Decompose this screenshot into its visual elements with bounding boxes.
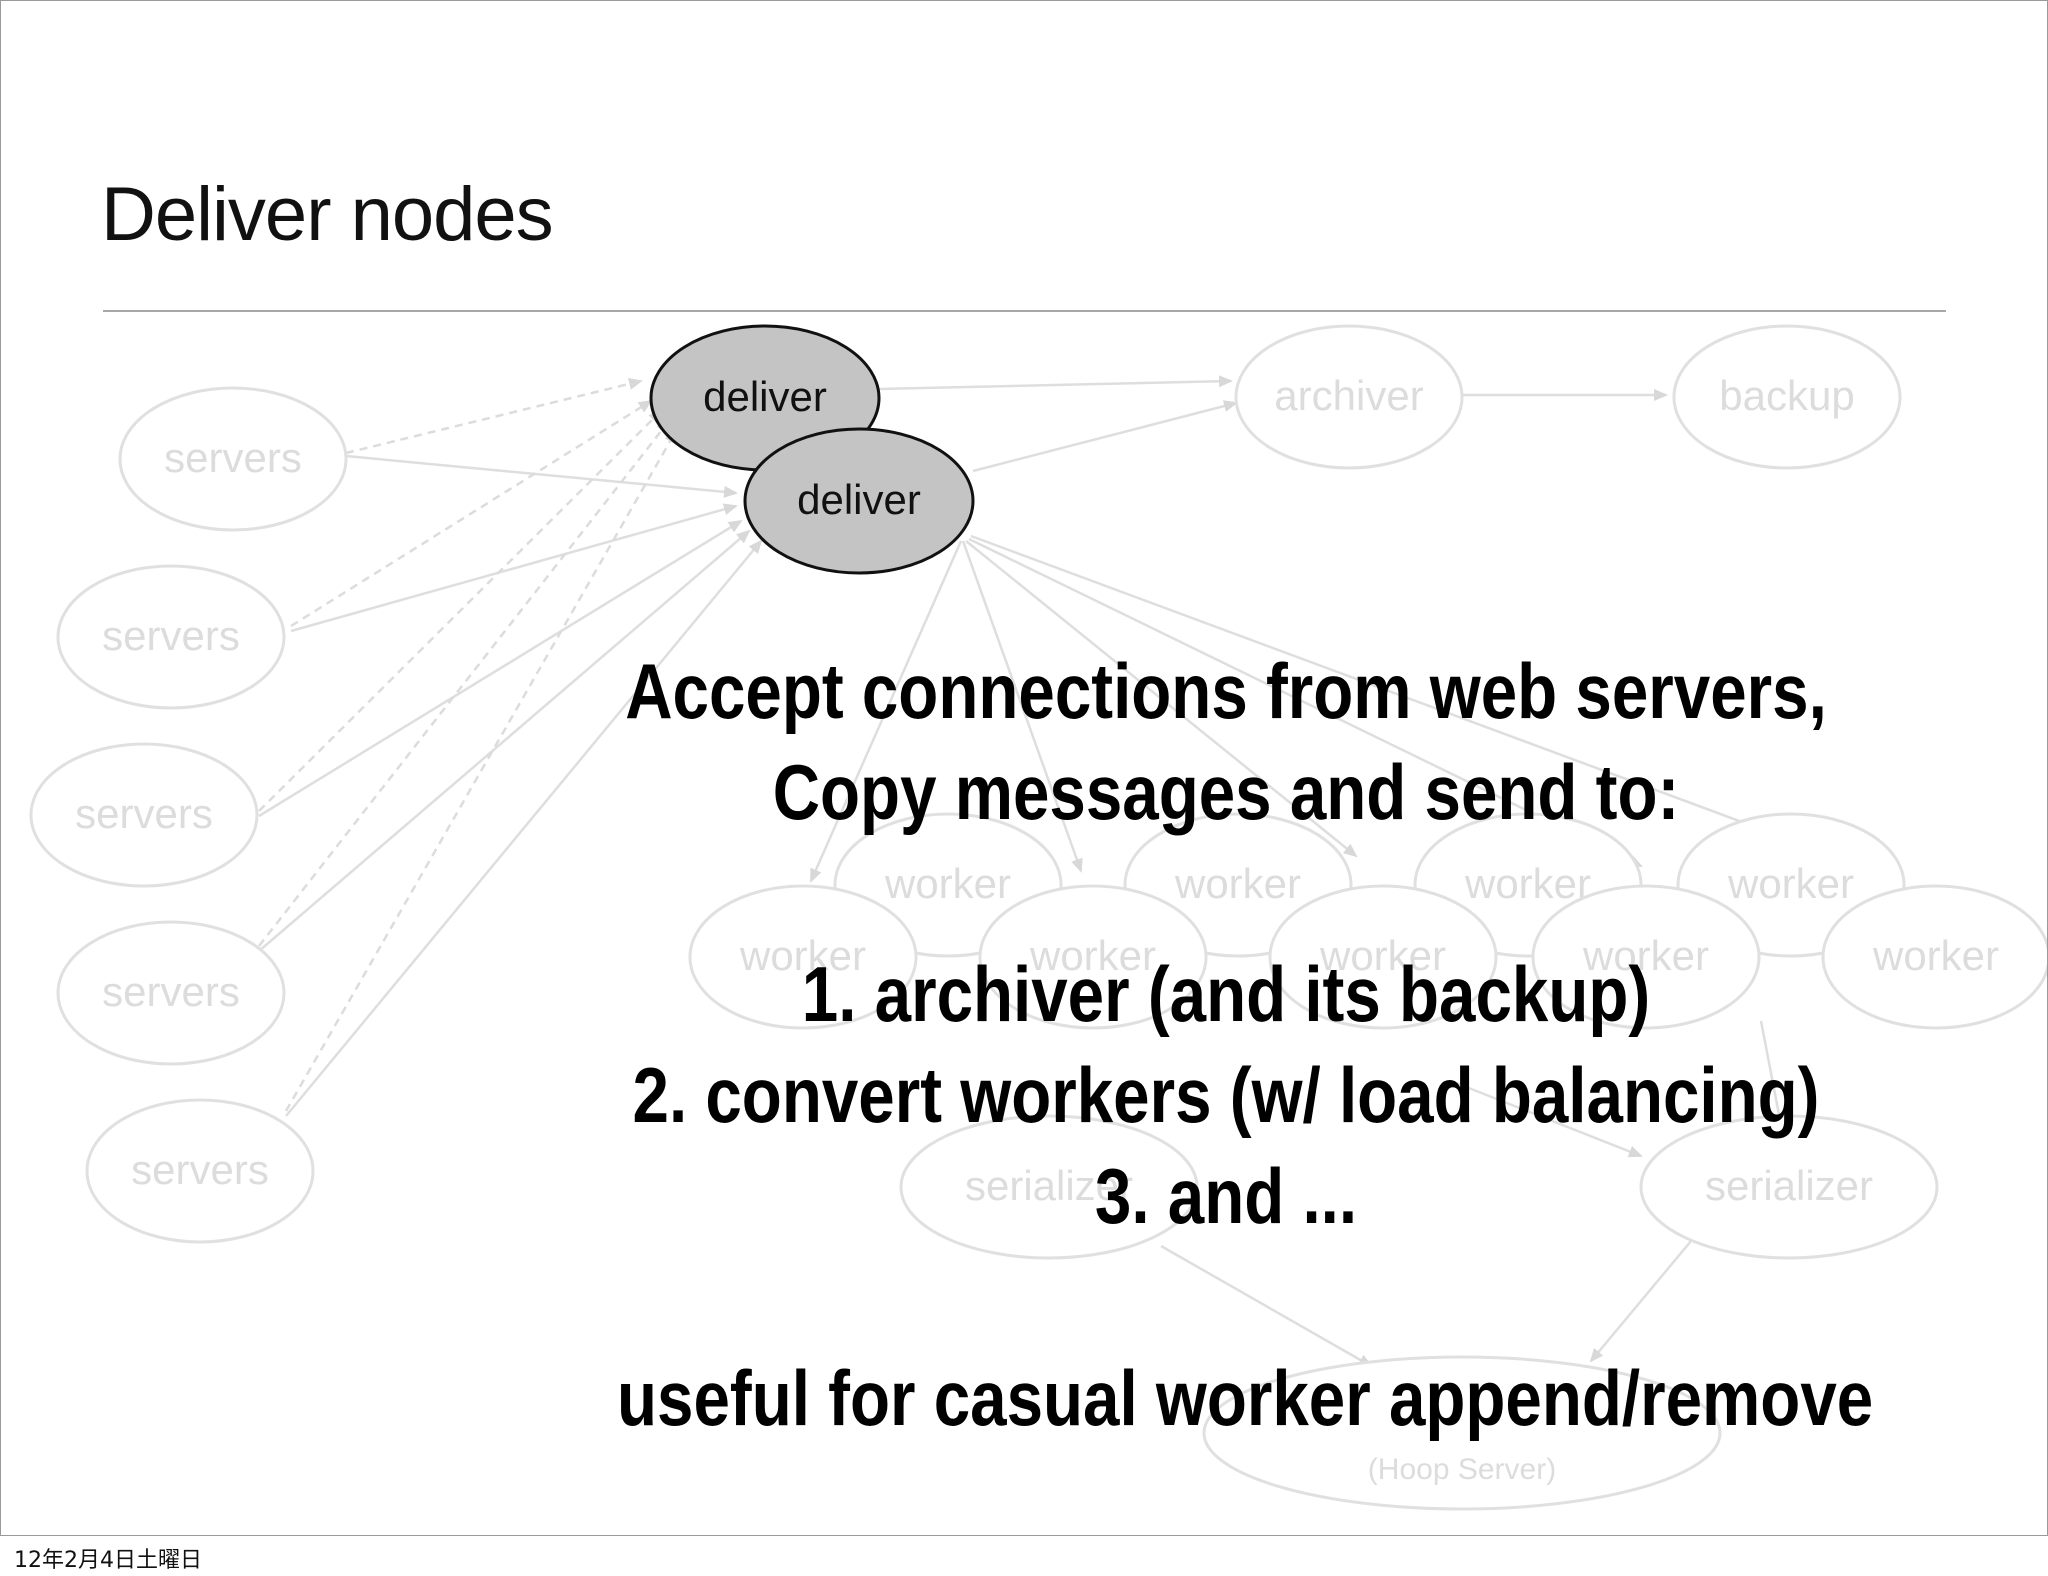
callout-item-1: 1. archiver (and its backup) (801, 950, 1651, 1038)
svg-text:worker: worker (1319, 932, 1446, 979)
svg-text:worker: worker (1582, 932, 1709, 979)
callout-line-2: Copy messages and send to: (772, 748, 1680, 836)
svg-text:servers: servers (131, 1146, 269, 1193)
svg-text:serializer: serializer (1705, 1162, 1873, 1209)
slide-title: Deliver nodes (101, 172, 554, 257)
callout-gap (617, 843, 1835, 944)
server-node: servers (85, 1098, 315, 1244)
server-node: servers (29, 742, 259, 888)
svg-text:servers: servers (164, 434, 302, 481)
svg-text:servers: servers (102, 968, 240, 1015)
worker-node: worker (688, 884, 918, 1030)
svg-text:servers: servers (102, 612, 240, 659)
serializer-node: serializer (899, 1114, 1199, 1260)
server-node: servers (56, 920, 286, 1066)
svg-text:worker: worker (739, 932, 866, 979)
archiver-node: archiver (1234, 324, 1464, 470)
backup-node: backup (1672, 324, 1902, 470)
server-edges (258, 378, 763, 1117)
callout-footer: useful for casual worker append/remove (617, 1354, 1874, 1442)
hoop-server-node: (Hoop Server) (1202, 1355, 1722, 1511)
title-divider (103, 310, 1946, 312)
slide-date-label: 12年2月4日土曜日 (14, 1548, 202, 1573)
worker-node: worker (1268, 884, 1498, 1030)
worker-node: worker (1531, 884, 1761, 1030)
svg-text:deliver: deliver (703, 373, 827, 420)
svg-text:servers: servers (75, 790, 213, 837)
svg-text:archiver: archiver (1274, 372, 1423, 419)
server-node: servers (56, 564, 286, 710)
deliver-node-secondary: deliver (743, 427, 975, 575)
svg-text:worker: worker (1872, 932, 1999, 979)
server-node: servers (118, 386, 348, 532)
svg-text:(Hoop Server): (Hoop Server) (1368, 1453, 1556, 1486)
callout-item-3: 3. and ... (1094, 1152, 1358, 1240)
worker-node: worker (1821, 884, 2047, 1030)
serializer-node: serializer (1639, 1114, 1939, 1260)
deliver-diagram: archiver backup servers servers servers … (29, 324, 2047, 1511)
callout-gap (617, 1247, 1835, 1348)
svg-text:deliver: deliver (797, 476, 921, 523)
svg-text:backup: backup (1719, 372, 1854, 419)
svg-text:serializer: serializer (965, 1162, 1133, 1209)
svg-text:worker: worker (1464, 860, 1591, 907)
svg-text:worker: worker (1174, 860, 1301, 907)
callout-line-1: Accept connections from web servers, (625, 647, 1827, 735)
callout-item-2: 2. convert workers (w/ load balancing) (632, 1051, 1820, 1139)
slide: archiver backup servers servers servers … (0, 0, 2048, 1536)
svg-text:worker: worker (1727, 860, 1854, 907)
callout-text: Accept connections from web servers, Cop… (617, 641, 1874, 1449)
svg-text:worker: worker (884, 860, 1011, 907)
svg-text:worker: worker (1029, 932, 1156, 979)
worker-node: worker (978, 884, 1208, 1030)
